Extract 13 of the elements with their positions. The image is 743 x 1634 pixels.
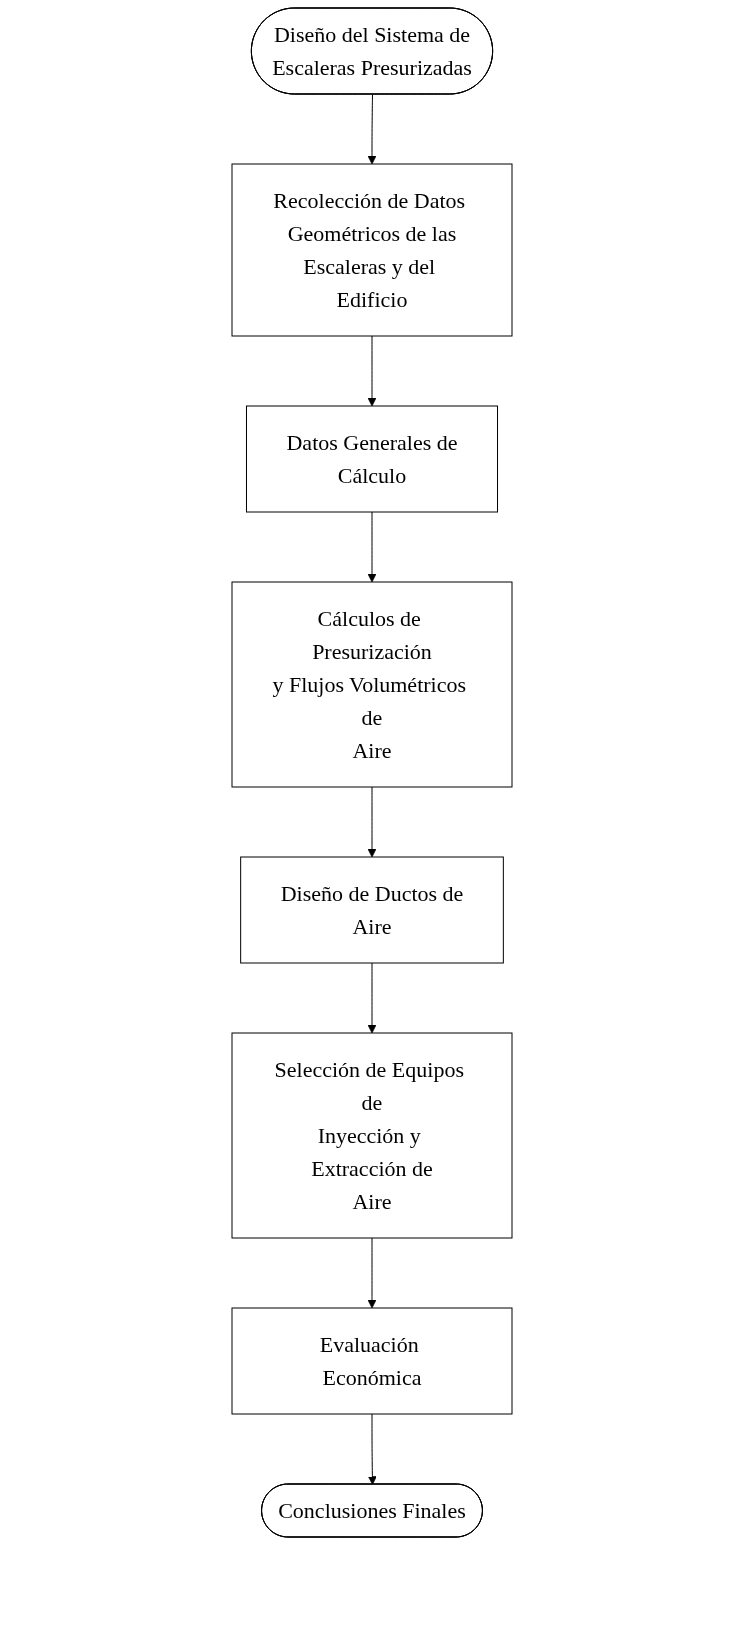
node-box: Selección de Equipos de Inyección y Extracción de Aire bbox=[231, 1032, 512, 1239]
arrow bbox=[367, 962, 376, 1034]
arrow bbox=[367, 1237, 376, 1309]
node-box: Diseño de Ductos de Aire bbox=[239, 856, 504, 964]
arrow bbox=[367, 335, 376, 407]
node-box: Cálculos de Presurización y Flujos Volumétricos de Aire bbox=[231, 581, 512, 788]
node-box: Evaluación Económica bbox=[231, 1307, 512, 1415]
arrow bbox=[367, 94, 376, 165]
arrow bbox=[367, 786, 376, 858]
arrow bbox=[367, 511, 376, 583]
arrow bbox=[367, 1413, 377, 1485]
node-box: Recolección de Datos Geométricos de las Escaleras y del Edificio bbox=[231, 163, 512, 337]
node-box: Datos Generales de Cálculo bbox=[245, 405, 498, 513]
